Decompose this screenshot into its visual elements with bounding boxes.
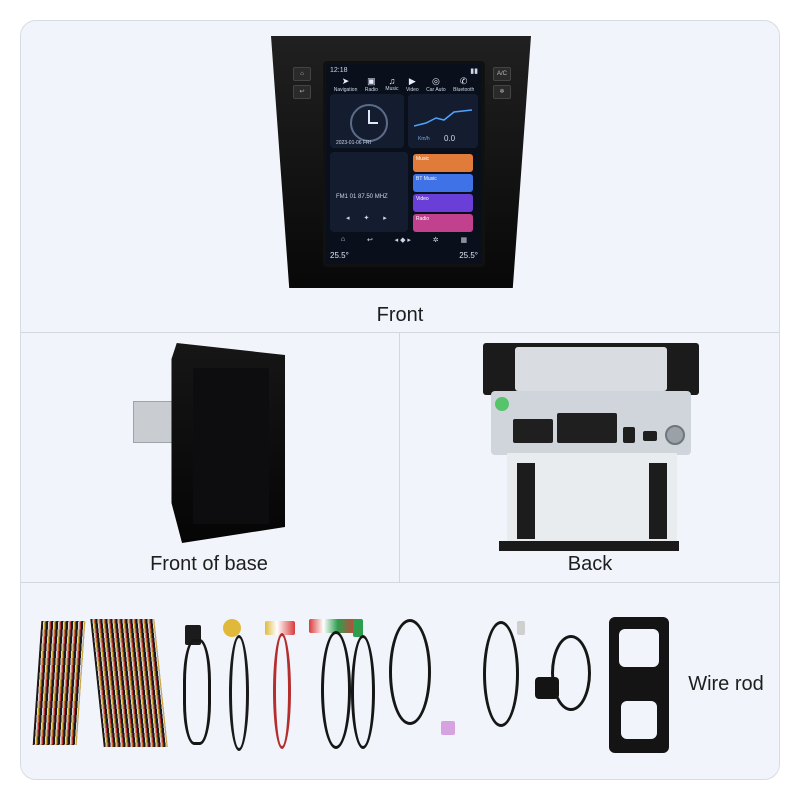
signal-icon: ▮▮ bbox=[470, 68, 478, 75]
radio-tile bbox=[330, 152, 408, 232]
car-icon: ◎ bbox=[431, 76, 440, 86]
speed-tile bbox=[408, 94, 478, 148]
radio-frequency: FM1 01 87.50 MHZ bbox=[336, 194, 388, 200]
app-music: ♫Music bbox=[385, 76, 399, 92]
connector-port bbox=[513, 419, 553, 443]
cable-2 bbox=[229, 635, 249, 751]
gps-cable bbox=[551, 635, 591, 711]
status-time: 12:18 bbox=[330, 67, 348, 74]
divider-bottom bbox=[21, 582, 779, 583]
side-screen bbox=[193, 368, 269, 524]
home-icon: ⌂ bbox=[340, 236, 346, 243]
divider-top bbox=[21, 332, 779, 333]
product-card: ⌂ ↩ A/C ❄ 12:18 ▮▮ ➤Navigation ▣Radio ♫M… bbox=[20, 20, 780, 780]
navigation-icon: ➤ bbox=[341, 76, 350, 86]
app-video: ▶Video bbox=[405, 76, 419, 93]
status-bar: 12:18 ▮▮ bbox=[330, 67, 478, 75]
back-button-icon: ↩ bbox=[293, 85, 311, 99]
cable-4 bbox=[321, 631, 351, 749]
rca-connectors-set bbox=[265, 621, 295, 635]
antenna-port bbox=[623, 427, 635, 443]
wiring-harness-2 bbox=[90, 619, 168, 747]
bottom-nav: ⌂ ↩ ◂ ◆ ▸ ✲ ▦ bbox=[330, 236, 478, 246]
label-front: Front bbox=[376, 304, 424, 326]
cable-1 bbox=[183, 639, 211, 745]
back-bottom-rail bbox=[499, 541, 679, 551]
label-wire-rod: Wire rod bbox=[688, 673, 764, 695]
app-bluetooth: ✆Bluetooth bbox=[453, 76, 475, 93]
usb-port bbox=[643, 431, 657, 441]
media-button-video: Video bbox=[413, 194, 473, 212]
analog-clock-icon bbox=[350, 104, 388, 142]
white-connector bbox=[517, 621, 525, 635]
divider-middle bbox=[399, 332, 400, 582]
green-connector bbox=[353, 619, 363, 637]
back-icon: ↩ bbox=[366, 237, 373, 244]
gps-antenna-icon bbox=[535, 677, 559, 699]
back-top-plate bbox=[515, 347, 667, 391]
label-front-of-base: Front of base bbox=[150, 553, 268, 575]
temp-right: 25.5° bbox=[459, 251, 478, 260]
ac-button-icon: A/C bbox=[493, 67, 511, 81]
app-row: ➤Navigation ▣Radio ♫Music ▶Video ◎Car Au… bbox=[330, 76, 478, 93]
home-button-icon: ⌂ bbox=[293, 67, 311, 81]
rca-connector-yellow bbox=[223, 619, 241, 637]
temp-left: 25.5° bbox=[330, 251, 349, 260]
head-unit-screen: 12:18 ▮▮ ➤Navigation ▣Radio ♫Music ▶Vide… bbox=[323, 61, 485, 267]
metal-bracket bbox=[133, 401, 175, 443]
wire-rod-frame bbox=[609, 617, 669, 753]
app-navigation: ➤Navigation bbox=[333, 76, 358, 93]
cable-3 bbox=[273, 633, 291, 749]
music-icon: ♫ bbox=[388, 76, 396, 86]
back-right-rail bbox=[649, 463, 667, 539]
qc-sticker-icon bbox=[495, 397, 509, 411]
app-radio: ▣Radio bbox=[364, 76, 378, 93]
speed-unit: Km/h bbox=[418, 136, 430, 142]
radio-controls-icon: ◂ ✦ ▸ bbox=[346, 215, 393, 222]
cable-5 bbox=[351, 635, 375, 749]
media-button-music: Music bbox=[413, 154, 473, 172]
wiring-harness-1 bbox=[32, 621, 86, 745]
media-button-bt-music: BT Music bbox=[413, 174, 473, 192]
bluetooth-icon: ✆ bbox=[459, 76, 468, 86]
app-car-auto: ◎Car Auto bbox=[426, 76, 446, 93]
label-back: Back bbox=[567, 553, 613, 575]
fan-icon: ✲ bbox=[432, 237, 439, 244]
defrost-button-icon: ❄ bbox=[493, 85, 511, 99]
speed-graph-icon bbox=[414, 109, 472, 127]
video-icon: ▶ bbox=[408, 76, 416, 86]
connector-main bbox=[557, 413, 617, 443]
cable-7 bbox=[483, 621, 519, 727]
media-button-radio: Radio bbox=[413, 214, 473, 232]
pink-connector bbox=[441, 721, 455, 735]
cable-6 bbox=[389, 619, 431, 725]
clock-date: 2023-01-06 FRI bbox=[336, 140, 372, 146]
speed-value: 0.0 bbox=[444, 134, 456, 143]
apps-icon: ▦ bbox=[460, 237, 468, 244]
fakra-port-icon bbox=[665, 425, 685, 445]
back-lower-panel bbox=[507, 453, 677, 545]
rca-connectors-multi bbox=[309, 619, 357, 633]
radio-icon: ▣ bbox=[367, 76, 376, 86]
volume-icon: ◂ ◆ ▸ bbox=[394, 237, 411, 244]
back-left-rail bbox=[517, 463, 535, 539]
